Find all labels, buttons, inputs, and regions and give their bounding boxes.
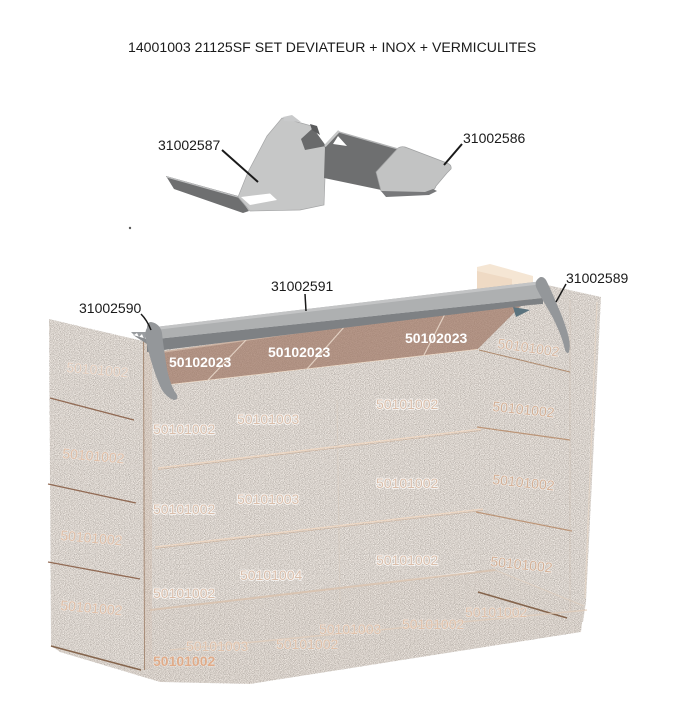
svg-text:50101002: 50101002 bbox=[153, 653, 216, 669]
svg-text:50101002: 50101002 bbox=[276, 636, 339, 652]
svg-text:50101003: 50101003 bbox=[186, 638, 249, 654]
svg-text:50101002: 50101002 bbox=[60, 527, 124, 548]
svg-text:50101003: 50101003 bbox=[237, 411, 300, 427]
svg-text:50102023: 50102023 bbox=[405, 330, 468, 346]
svg-text:50101002: 50101002 bbox=[66, 359, 130, 380]
svg-text:50101003: 50101003 bbox=[319, 621, 382, 637]
svg-text:50101002: 50101002 bbox=[153, 501, 216, 517]
svg-text:31002587: 31002587 bbox=[158, 137, 221, 153]
svg-text:50101002: 50101002 bbox=[465, 604, 528, 620]
svg-text:14001003 21125SF SET DEVIATEUR: 14001003 21125SF SET DEVIATEUR + INOX + … bbox=[128, 39, 536, 55]
svg-text:50101002: 50101002 bbox=[153, 421, 216, 437]
svg-text:50101002: 50101002 bbox=[153, 585, 216, 601]
svg-text:50101002: 50101002 bbox=[60, 597, 124, 618]
svg-text:31002589: 31002589 bbox=[566, 270, 629, 286]
svg-text:50101002: 50101002 bbox=[376, 396, 439, 412]
svg-text:50101002: 50101002 bbox=[402, 616, 465, 632]
svg-text:50101003: 50101003 bbox=[237, 491, 300, 507]
svg-text:31002586: 31002586 bbox=[463, 130, 526, 146]
svg-text:50101004: 50101004 bbox=[240, 567, 303, 583]
svg-text:50101002: 50101002 bbox=[490, 553, 554, 575]
svg-text:50102023: 50102023 bbox=[268, 344, 331, 360]
svg-text:50102023: 50102023 bbox=[169, 354, 232, 370]
svg-text:50101002: 50101002 bbox=[376, 552, 439, 568]
svg-text:31002591: 31002591 bbox=[271, 278, 334, 294]
svg-text:50101002: 50101002 bbox=[62, 445, 126, 466]
svg-text:50101002: 50101002 bbox=[492, 398, 556, 420]
svg-text:50101002: 50101002 bbox=[492, 471, 556, 493]
svg-text:50101002: 50101002 bbox=[376, 475, 439, 491]
svg-text:31002590: 31002590 bbox=[79, 300, 142, 316]
